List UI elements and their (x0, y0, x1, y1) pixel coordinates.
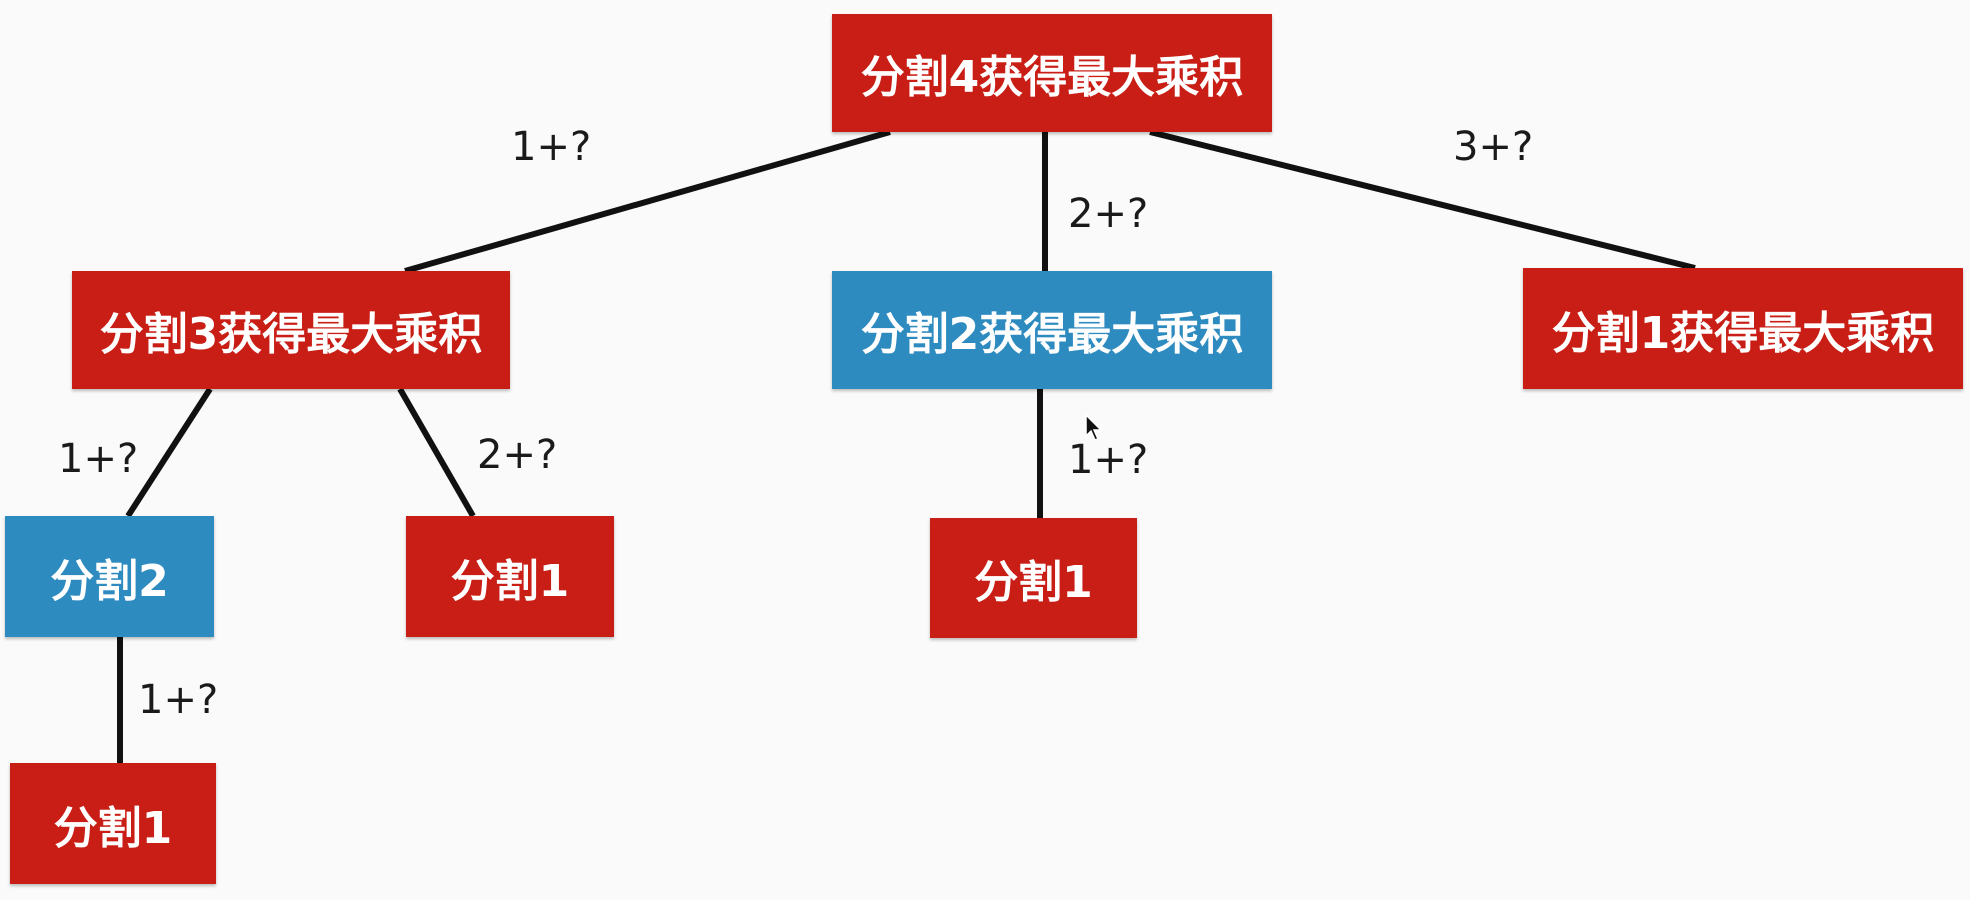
node-split1: 分割1 (406, 516, 614, 637)
node-split3-max-product: 分割3获得最大乘积 (72, 271, 510, 389)
edge-root-to-split1 (1149, 129, 1696, 271)
edge-root-to-split3 (404, 129, 891, 274)
node-split4-max-product: 分割4获得最大乘积 (832, 14, 1272, 132)
edge-label: 2+? (477, 432, 558, 478)
mouse-pointer-icon (1085, 414, 1103, 441)
node-split1: 分割1 (930, 518, 1137, 638)
node-split2: 分割2 (5, 516, 214, 637)
node-split1-max-product: 分割1获得最大乘积 (1523, 268, 1963, 389)
edge-label: 1+? (511, 124, 592, 170)
edge-label: 1+? (58, 436, 139, 482)
node-split2-max-product: 分割2获得最大乘积 (832, 271, 1272, 389)
node-split1: 分割1 (10, 763, 216, 884)
edge-label: 3+? (1453, 124, 1534, 170)
edge-split3-to-split1 (397, 387, 476, 518)
edge-label: 1+? (138, 677, 219, 723)
edge-label: 2+? (1068, 191, 1149, 237)
edge-split3-to-split2 (125, 387, 213, 518)
edge-label: 1+? (1068, 437, 1149, 483)
